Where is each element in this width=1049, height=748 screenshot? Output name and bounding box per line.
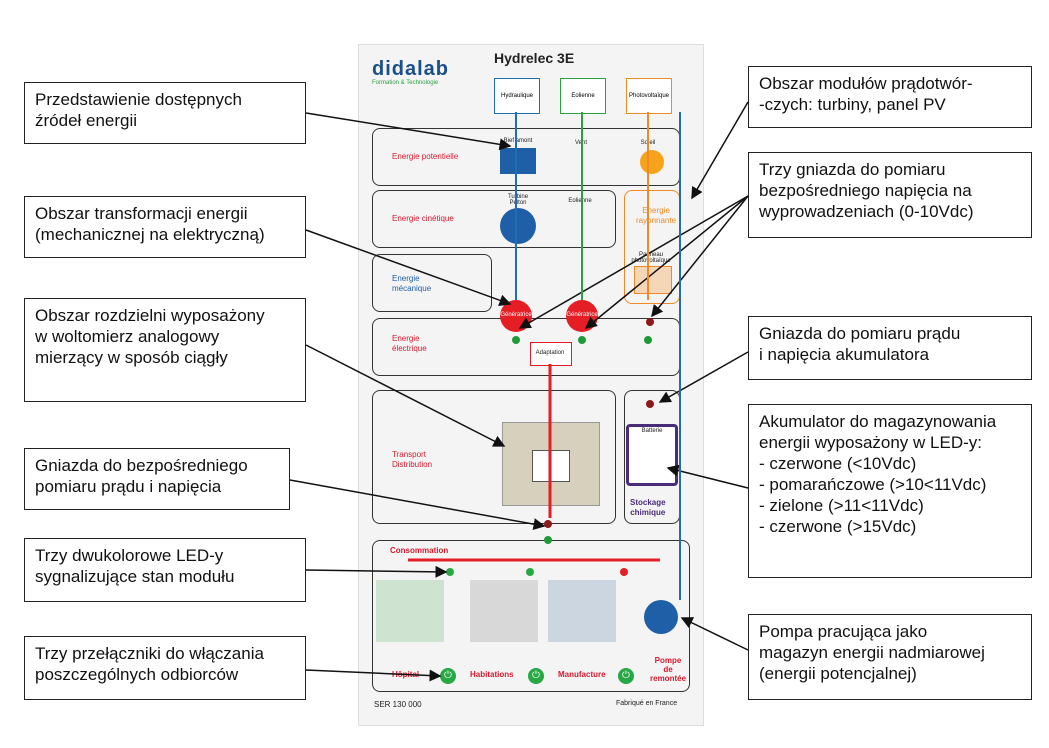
callout-accumulator: Akumulator do magazynowania energii wypo… [748, 404, 1032, 578]
socket-distribution-current[interactable] [544, 520, 552, 528]
socket-distribution-voltage[interactable] [544, 536, 552, 544]
socket-green-3[interactable] [644, 336, 652, 344]
callout-energy-sources: Przedstawienie dostępnych źródeł energii [24, 82, 306, 144]
factory-building [548, 580, 616, 642]
adaptation-label: Adaptation [535, 350, 565, 356]
consumer-factory-label: Manufacture [558, 670, 606, 679]
model-title: Hydrelec 3E [494, 50, 575, 66]
brand-subtitle: Formation & Technologie [372, 80, 439, 86]
socket-green-1[interactable] [512, 336, 520, 344]
generator-1-label: Génératrice [500, 312, 532, 318]
module-pv-label: Panneau photovoltaïque [631, 252, 671, 264]
zone-radiant-label: Energie rayonnante [636, 206, 677, 225]
zone-kinetic-label: Energie cinétique [392, 214, 454, 223]
zone-consumption [372, 540, 690, 692]
callout-battery-sockets: Gniazda do pomiaru prądu i napięcia akum… [748, 316, 1032, 380]
callout-three-voltage-sockets: Trzy gniazda do pomiaru bezpośredniego n… [748, 152, 1032, 238]
zone-electrical-label: Energie électrique [392, 334, 427, 353]
pump-label: Pompe de remontée [650, 656, 687, 683]
callout-switchboard-voltmeter: Obszar rozdzielni wyposażony w woltomier… [24, 298, 306, 402]
led-housing [526, 568, 534, 576]
callout-consumer-switches: Trzy przełączniki do włączania poszczegó… [24, 636, 306, 700]
switch-housing[interactable]: ⏻ [528, 668, 544, 684]
serial-number: SER 130 000 [374, 700, 422, 709]
pv-panel-icon [634, 266, 672, 294]
socket-red-pv[interactable] [646, 318, 654, 326]
switch-factory[interactable]: ⏻ [618, 668, 634, 684]
source-hydro: Hydraulique [494, 78, 540, 114]
callout-pump-storage: Pompa pracująca jako magazyn energii nad… [748, 614, 1032, 700]
zone-mechanical [372, 254, 492, 312]
zone-transport-label: Transport Distribution [392, 450, 433, 469]
pelton-turbine-icon [500, 208, 536, 244]
zone-potential-label: Energie potentielle [392, 152, 459, 161]
led-factory [620, 568, 628, 576]
callout-generator-modules: Obszar modułów prądotwór- -czych: turbin… [748, 66, 1032, 128]
generator-2-label: Génératrice [566, 312, 598, 318]
callout-bicolor-leds: Trzy dwukolorowe LED-y sygnalizujące sta… [24, 538, 306, 602]
zone-storage-label: Stockage chimique [630, 498, 666, 517]
module-wind-label: Vent [574, 140, 587, 146]
zone-transport [372, 390, 616, 524]
brand-logo: didalab [372, 58, 450, 80]
module-upstream-label: Bief amont [503, 138, 533, 144]
battery-icon [626, 424, 678, 486]
housing-building [470, 580, 538, 642]
led-hospital [446, 568, 454, 576]
socket-green-2[interactable] [578, 336, 586, 344]
zone-consumption-label: Consommation [390, 546, 449, 555]
socket-battery-current[interactable] [646, 400, 654, 408]
callout-energy-transformation: Obszar transformacji energii (mechaniczn… [24, 196, 306, 258]
sun-icon [640, 150, 664, 174]
zone-mechanical-label: Energie mécanique [392, 274, 432, 293]
reservoir-icon [500, 148, 536, 174]
battery-label: Batterie [641, 428, 663, 434]
pump-icon [644, 600, 678, 634]
adaptation-box [530, 342, 572, 366]
module-pelton-label: Turbine Pelton [507, 194, 529, 206]
zone-kinetic [372, 190, 616, 248]
hospital-building [376, 580, 444, 642]
made-in: Fabriqué en France [616, 700, 678, 707]
consumer-housing-label: Habitations [470, 670, 514, 679]
callout-direct-measure-sockets: Gniazda do bezpośredniego pomiaru prądu … [24, 448, 290, 510]
switch-hospital[interactable]: ⏻ [440, 668, 456, 684]
module-turbine-label: Eolienne [568, 198, 592, 204]
